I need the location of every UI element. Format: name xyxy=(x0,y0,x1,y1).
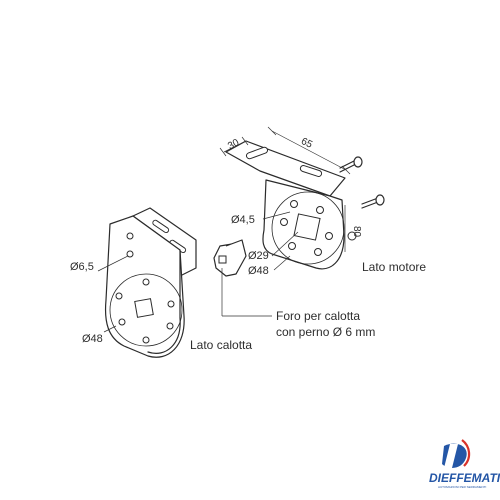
hole-48-right-label: Ø48 xyxy=(248,265,269,277)
motor-plate-circle xyxy=(271,191,345,265)
hole-48-left-callout: Ø48 xyxy=(82,325,117,345)
motor-hole-6 xyxy=(280,218,288,226)
dimension-65: 65 xyxy=(267,126,351,175)
screw-2 xyxy=(361,194,385,209)
motor-hole-5 xyxy=(288,242,296,250)
cap-hole-1 xyxy=(142,278,150,286)
hole-6-5-label: Ø6,5 xyxy=(70,261,94,273)
motor-hole-2 xyxy=(316,206,324,214)
dim-65-label: 65 xyxy=(299,136,314,151)
hole-4-5-callout: Ø4,5 xyxy=(231,211,291,226)
motor-square-hole xyxy=(293,213,321,241)
top-slot-1 xyxy=(245,146,269,160)
motor-hole-3 xyxy=(325,232,333,240)
cap-plate-circle xyxy=(109,273,183,347)
end-cap-adapter xyxy=(213,239,272,317)
dimension-30: 30 xyxy=(219,136,249,157)
hole-29-label: Ø29 xyxy=(248,250,269,262)
hole-29-callout: Ø29 xyxy=(248,231,299,262)
hole-6-5-callout: Ø6,5 xyxy=(70,255,129,273)
hole-48-left-label: Ø48 xyxy=(82,333,103,345)
hole-4-5-label: Ø4,5 xyxy=(231,214,255,226)
logo-brand: DIEFFEMATIC xyxy=(429,471,500,485)
motor-side-hole xyxy=(347,231,357,241)
cap-hole-top-2 xyxy=(126,250,134,258)
cap-hole-5 xyxy=(118,318,126,326)
cap-hole-top-1 xyxy=(126,232,134,240)
cap-hole-3 xyxy=(167,300,175,308)
top-slot-2 xyxy=(299,165,323,177)
screw-1 xyxy=(339,156,363,173)
dieffematic-logo: DIEFFEMATIC AUTOMAZIONI PER SERRAMENTI xyxy=(429,439,500,489)
cap-hole-2 xyxy=(115,292,123,300)
foro-line2-label: con perno Ø 6 mm xyxy=(276,325,375,339)
flange-slot-1 xyxy=(152,219,170,234)
lato-calotta-label: Lato calotta xyxy=(190,338,252,352)
foro-line1-label: Foro per calotta xyxy=(276,309,360,323)
dim-30-label: 30 xyxy=(226,137,241,152)
logo-tagline: AUTOMAZIONI PER SERRAMENTI xyxy=(438,485,486,489)
motor-side-bracket xyxy=(225,140,385,270)
cap-square-hole xyxy=(134,298,154,318)
dim-80-label: 80 xyxy=(351,226,362,238)
dimension-80: 80 xyxy=(344,205,362,252)
motor-hole-4 xyxy=(314,248,322,256)
cap-hole-4 xyxy=(166,322,174,330)
cap-hole-6 xyxy=(142,336,150,344)
end-cap-hole xyxy=(218,255,227,264)
logo-mark-red xyxy=(461,439,471,467)
motor-hole-1 xyxy=(290,200,298,208)
cap-side-bracket xyxy=(104,207,197,358)
lato-motore-label: Lato motore xyxy=(362,260,426,274)
hole-48-right-callout: Ø48 xyxy=(248,255,291,277)
